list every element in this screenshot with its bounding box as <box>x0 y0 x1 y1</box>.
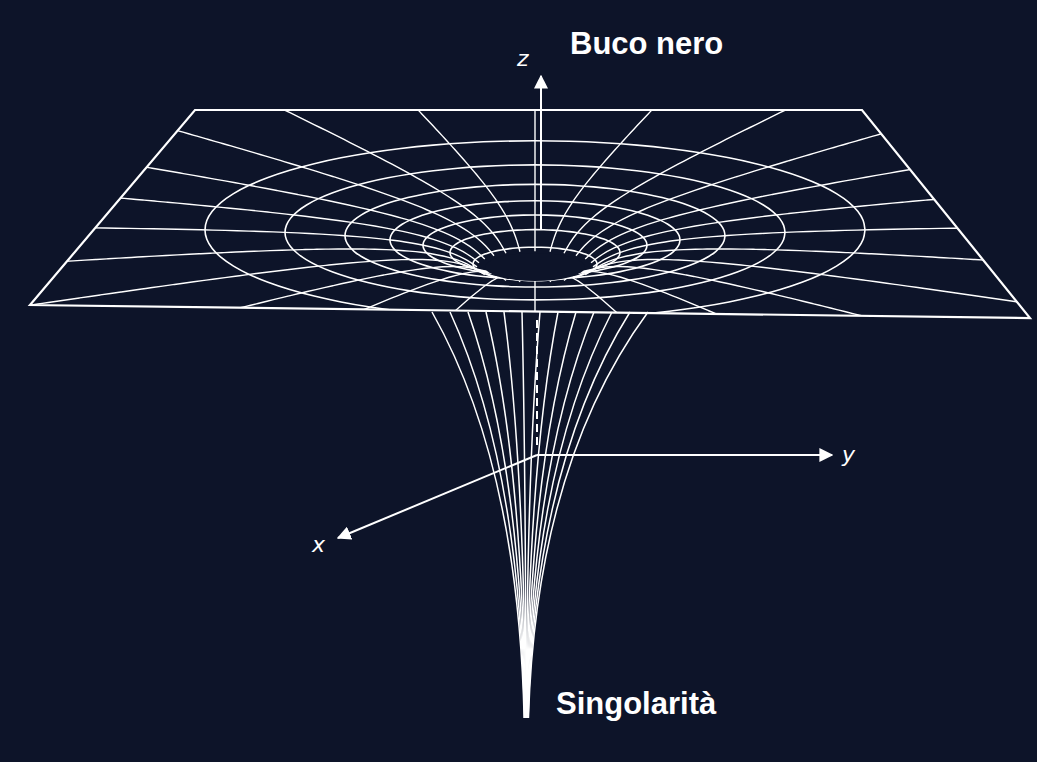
grid-radial <box>0 259 485 346</box>
spacetime-grid <box>0 0 1037 467</box>
grid-radial <box>0 225 477 267</box>
singularity-label: Singolarità <box>556 686 716 722</box>
grid-radial <box>550 0 767 252</box>
grid-radial <box>303 274 520 459</box>
grid-radial <box>591 249 1037 288</box>
funnel-line <box>468 312 525 718</box>
axis-label: y <box>842 442 855 467</box>
plane-outline <box>30 110 1030 318</box>
hidden-axis <box>536 320 538 445</box>
grid-radial <box>564 271 984 435</box>
hole <box>485 253 585 281</box>
title-label: Buco nero <box>570 26 723 62</box>
grid-radial <box>591 162 1037 263</box>
funnel-line <box>522 312 526 718</box>
funnel-line <box>527 312 594 718</box>
grid-radial <box>0 267 494 397</box>
grid-radial <box>0 53 494 255</box>
grid-radial <box>534 275 535 467</box>
grid-radial <box>585 104 1037 259</box>
axis-label: z <box>517 46 529 71</box>
funnel-line <box>450 312 524 718</box>
z-axis <box>540 76 542 230</box>
funnel-line <box>486 312 525 718</box>
funnel-line <box>528 312 612 718</box>
funnel-line <box>528 312 630 718</box>
grid-radial <box>86 15 506 253</box>
funnel-line <box>528 312 648 718</box>
grid-radial <box>303 0 520 252</box>
funnel-line <box>504 312 526 718</box>
grid-radial <box>0 104 485 259</box>
axis-label: x <box>312 532 325 557</box>
grid-radial <box>0 162 479 263</box>
grid-radial <box>550 274 767 459</box>
y-axis <box>537 454 832 456</box>
x-axis <box>338 455 537 538</box>
grid-radial <box>86 271 506 435</box>
funnel-throat <box>432 312 648 718</box>
grid-radial <box>534 0 535 251</box>
